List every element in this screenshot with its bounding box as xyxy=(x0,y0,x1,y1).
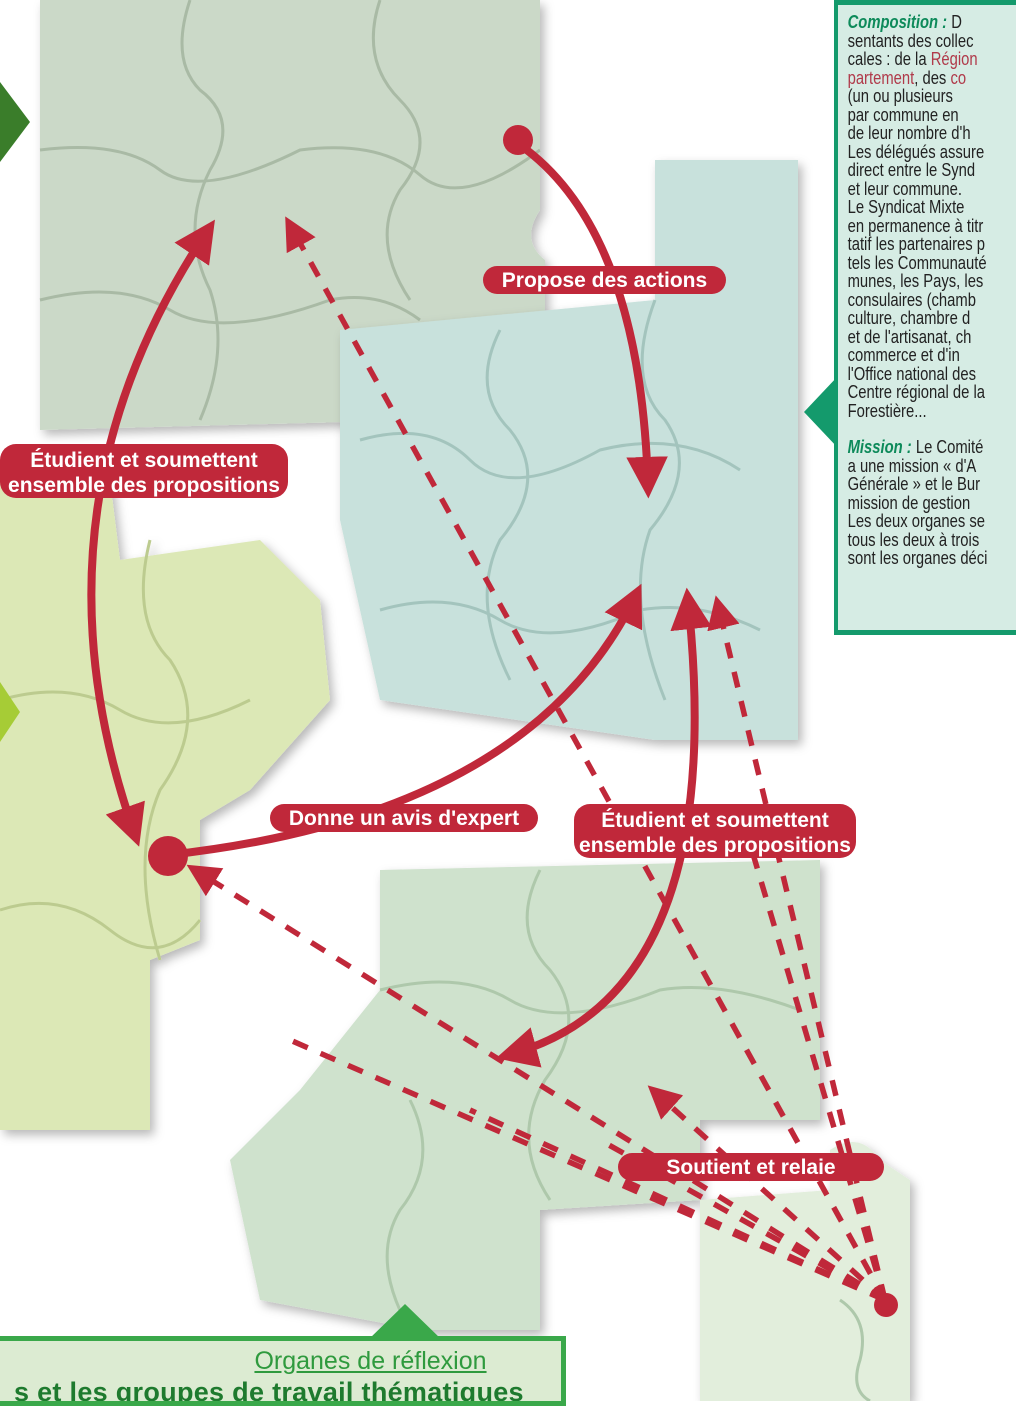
dashed-to-bottom xyxy=(647,1085,887,1303)
dashed-line-2 xyxy=(288,1037,887,1303)
info-line: et leur commune. xyxy=(847,177,962,199)
info-line: cales : de la Région xyxy=(847,48,978,69)
info-line: culture, chambre d xyxy=(847,307,971,328)
label-propose: Propose des actions xyxy=(483,266,726,294)
label-study-right: Étudient et soumettent ensemble des prop… xyxy=(574,804,856,858)
mission-label: Mission : xyxy=(847,436,912,457)
region-link: Région xyxy=(930,48,978,69)
label-propose-text: Propose des actions xyxy=(502,269,707,292)
info-line: consulaires (chamb xyxy=(847,288,976,310)
info-line: en permanence à titr xyxy=(847,214,984,236)
info-line: munes, les Pays, les xyxy=(847,270,984,291)
origin-dot-top xyxy=(503,125,533,155)
bottom-box-pointer xyxy=(368,1304,442,1340)
origin-dot-corner xyxy=(874,1293,898,1317)
dashed-to-left xyxy=(186,864,887,1303)
bottom-box-organes: Organes de réflexion s et les groupes de… xyxy=(0,1336,566,1406)
info-line: Forestière... xyxy=(847,399,927,421)
info-line: Le Syndicat Mixte xyxy=(847,196,965,217)
info-box-composition: Composition : D sentants des collec cale… xyxy=(834,0,1016,635)
composition-label: Composition : xyxy=(847,11,948,32)
info-line: tous les deux à trois xyxy=(847,528,980,550)
bottom-box-subtitle: Organes de réflexion xyxy=(254,1347,487,1375)
label-study-left-line2: ensemble des propositions xyxy=(8,474,280,497)
dashed-line-1 xyxy=(737,809,888,1301)
info-line: a une mission « d'A xyxy=(847,454,977,476)
info-line: tels les Communauté xyxy=(847,251,987,273)
info-box-pointer xyxy=(804,376,838,448)
label-soutient: Soutient et relaie xyxy=(618,1153,884,1181)
info-line: Les délégués assure xyxy=(847,140,985,162)
info-line: de leur nombre d'h xyxy=(847,122,971,143)
label-study-right-line2: ensemble des propositions xyxy=(579,834,851,857)
marker-lime xyxy=(0,682,20,742)
marker-dark-green xyxy=(0,82,30,162)
info-line: Les deux organes se xyxy=(847,510,986,531)
info-line: direct entre le Synd xyxy=(847,159,976,180)
info-line: sentants des collec xyxy=(847,29,974,51)
label-avis: Donne un avis d'expert xyxy=(270,804,538,832)
info-line: commerce et d'in xyxy=(847,344,960,365)
bottom-box-title: s et les groupes de travail thématiques xyxy=(14,1377,524,1406)
info-line: l'Office national des xyxy=(847,362,977,384)
label-study-right-line1: Étudient et soumettent xyxy=(601,809,829,832)
info-line: partement, des co xyxy=(847,66,967,88)
info-line: par commune en xyxy=(847,103,959,125)
info-line: sont les organes déci xyxy=(847,547,988,568)
info-line: Composition : D xyxy=(847,11,962,32)
arrow-study-left xyxy=(87,219,215,847)
label-soutient-text: Soutient et relaie xyxy=(666,1156,835,1179)
label-avis-text: Donne un avis d'expert xyxy=(289,807,519,830)
info-line: Générale » et le Bur xyxy=(847,473,981,494)
info-line: mission de gestion xyxy=(847,491,971,513)
arrow-study-right xyxy=(495,587,712,1068)
puzzle-block-left xyxy=(0,460,330,1130)
info-line: et de l'artisanat, ch xyxy=(847,325,972,347)
origin-dot-left xyxy=(148,836,188,876)
info-line: (un ou plusieurs xyxy=(847,85,953,106)
label-study-left: Étudient et soumettent ensemble des prop… xyxy=(0,444,288,498)
info-line: Centre régional de la xyxy=(847,381,985,402)
info-line: tatif les partenaires p xyxy=(847,233,985,254)
info-line: Mission : Le Comité xyxy=(847,436,984,457)
label-study-left-line1: Étudient et soumettent xyxy=(30,449,258,472)
